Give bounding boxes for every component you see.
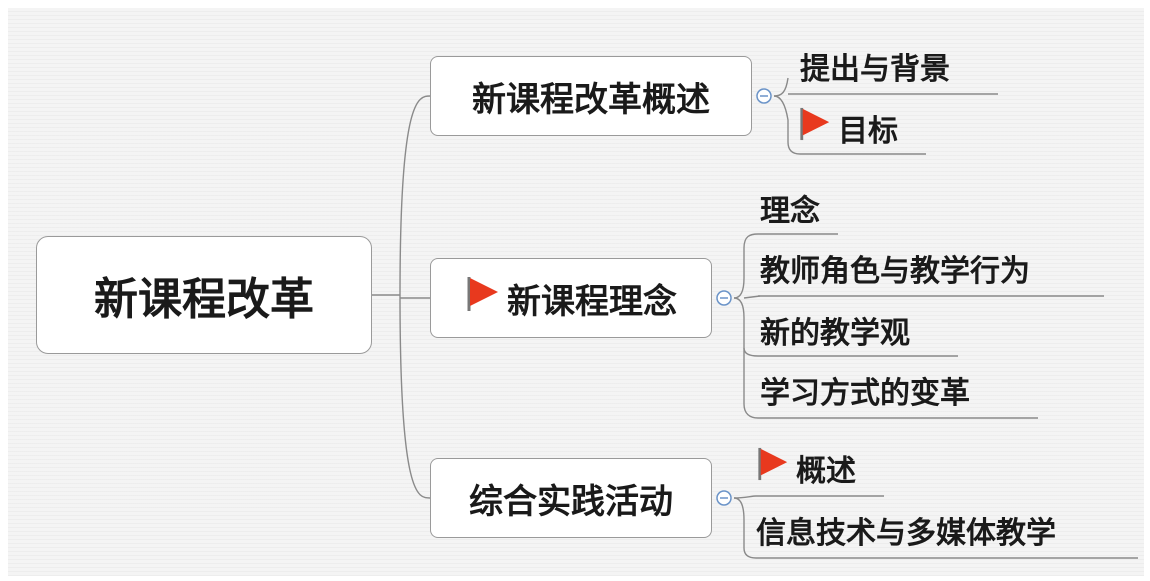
collapse-toggle-3[interactable] bbox=[714, 488, 734, 508]
mind-map-canvas: 新课程改革 新课程改革概述 新课程理念 综合实践活动 提出与背景 目标 理念 教… bbox=[8, 8, 1144, 576]
connector-3-2 bbox=[733, 497, 757, 559]
leaf-node-3-2[interactable]: 信息技术与多媒体教学 bbox=[756, 510, 1056, 551]
connector-3-1 bbox=[733, 495, 757, 499]
connector-1-1 bbox=[773, 77, 789, 97]
leaf-node-2-4[interactable]: 学习方式的变革 bbox=[760, 370, 970, 411]
branch-node-3[interactable]: 综合实践活动 bbox=[430, 458, 712, 538]
leaf-node-2-1-label: 理念 bbox=[760, 194, 820, 229]
branch-node-2[interactable]: 新课程理念 bbox=[430, 258, 712, 338]
connector-2-3 bbox=[733, 297, 759, 357]
root-node-label: 新课程改革 bbox=[94, 274, 314, 325]
connector-branch-3 bbox=[399, 294, 431, 499]
branch-node-1[interactable]: 新课程改革概述 bbox=[430, 56, 752, 136]
flag-icon bbox=[756, 445, 790, 491]
connector-2-4 bbox=[743, 348, 759, 419]
root-node[interactable]: 新课程改革 bbox=[36, 236, 372, 354]
flag-icon bbox=[465, 274, 501, 323]
leaf-node-2-2[interactable]: 教师角色与教学行为 bbox=[760, 248, 1030, 289]
branch-node-3-label: 综合实践活动 bbox=[469, 481, 673, 522]
leaf-node-3-2-label: 信息技术与多媒体教学 bbox=[756, 516, 1056, 551]
leaf-node-1-1-label: 提出与背景 bbox=[800, 52, 950, 87]
leaf-node-2-3[interactable]: 新的教学观 bbox=[760, 310, 910, 351]
leaf-node-2-2-label: 教师角色与教学行为 bbox=[760, 254, 1030, 289]
collapse-toggle-1[interactable] bbox=[754, 86, 774, 106]
connector-1-2 bbox=[773, 95, 801, 155]
leaf-node-1-2-label: 目标 bbox=[838, 114, 898, 149]
branch-node-1-label: 新课程改革概述 bbox=[472, 79, 710, 120]
connector-2-2 bbox=[743, 295, 761, 299]
leaf-node-3-1-label: 概述 bbox=[796, 454, 856, 489]
flag-icon bbox=[798, 105, 832, 151]
leaf-node-2-3-label: 新的教学观 bbox=[760, 316, 910, 351]
leaf-node-1-1[interactable]: 提出与背景 bbox=[800, 46, 950, 87]
branch-node-2-label: 新课程理念 bbox=[507, 281, 677, 322]
connector-lines bbox=[372, 77, 1138, 559]
connector-2-1 bbox=[733, 233, 759, 299]
leaf-node-1-2[interactable]: 目标 bbox=[798, 105, 898, 151]
leaf-node-2-1[interactable]: 理念 bbox=[760, 188, 820, 229]
collapse-toggle-2[interactable] bbox=[714, 288, 734, 308]
leaf-node-3-1[interactable]: 概述 bbox=[756, 445, 856, 491]
leaf-node-2-4-label: 学习方式的变革 bbox=[760, 376, 970, 411]
connector-branch-1 bbox=[399, 95, 431, 296]
